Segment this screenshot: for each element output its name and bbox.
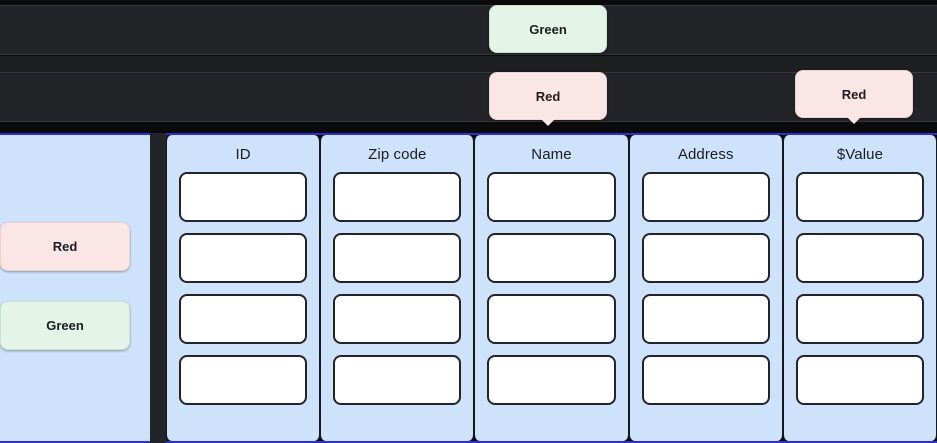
field-zip-code-2[interactable] xyxy=(333,233,462,283)
field-address-1[interactable] xyxy=(641,172,770,222)
left-highlight-panel xyxy=(0,133,152,443)
tooltip-arrow-down-icon xyxy=(847,117,861,124)
column-name[interactable]: Name xyxy=(474,135,629,441)
form-columns: ID Zip code Name xyxy=(166,133,937,443)
badge-red-sidebar[interactable]: Red xyxy=(0,222,130,271)
field-value-3[interactable] xyxy=(795,294,925,344)
background-strip-1 xyxy=(0,56,937,72)
field-address-4[interactable] xyxy=(641,355,770,405)
field-address-3[interactable] xyxy=(641,294,770,344)
badge-red-name-column[interactable]: Red xyxy=(489,72,607,126)
field-value-2[interactable] xyxy=(795,233,925,283)
column-header-name: Name xyxy=(531,146,572,163)
column-header-address: Address xyxy=(677,146,734,163)
field-zip-code-3[interactable] xyxy=(333,294,462,344)
badge-red-sidebar-label: Red xyxy=(52,239,78,254)
badge-green-top[interactable]: Green xyxy=(489,5,607,53)
column-cells-value xyxy=(795,172,925,441)
field-id-1[interactable] xyxy=(179,172,308,222)
column-header-value: $Value xyxy=(836,146,884,163)
field-name-4[interactable] xyxy=(487,355,616,405)
column-cells-zip-code xyxy=(333,172,462,441)
column-id[interactable]: ID xyxy=(166,135,321,441)
column-cells-name xyxy=(487,172,616,441)
badge-green-top-label: Green xyxy=(529,21,567,37)
field-name-3[interactable] xyxy=(487,294,616,344)
field-value-4[interactable] xyxy=(795,355,925,405)
tooltip-arrow-down-icon xyxy=(541,119,555,126)
badge-red-value-column-label: Red xyxy=(841,86,867,102)
panel-gutter xyxy=(150,133,167,443)
column-cells-address xyxy=(641,172,770,441)
column-header-id: ID xyxy=(235,146,251,163)
badge-red-value-column[interactable]: Red xyxy=(795,70,913,124)
background-row-2 xyxy=(0,72,937,122)
field-id-2[interactable] xyxy=(179,233,308,283)
background-row-1 xyxy=(0,5,937,55)
badge-green-sidebar[interactable]: Green xyxy=(0,301,130,350)
field-name-2[interactable] xyxy=(487,233,616,283)
field-zip-code-1[interactable] xyxy=(333,172,462,222)
field-id-4[interactable] xyxy=(179,355,308,405)
column-zip-code[interactable]: Zip code xyxy=(320,135,475,441)
field-zip-code-4[interactable] xyxy=(333,355,462,405)
column-cells-id xyxy=(179,172,308,441)
field-address-2[interactable] xyxy=(641,233,770,283)
column-header-zip-code: Zip code xyxy=(368,146,427,163)
badge-green-sidebar-label: Green xyxy=(46,318,84,333)
field-value-1[interactable] xyxy=(795,172,925,222)
badge-red-name-column-label: Red xyxy=(535,88,561,104)
column-value[interactable]: $Value xyxy=(782,135,937,441)
column-address[interactable]: Address xyxy=(628,135,783,441)
field-name-1[interactable] xyxy=(487,172,616,222)
field-id-3[interactable] xyxy=(179,294,308,344)
